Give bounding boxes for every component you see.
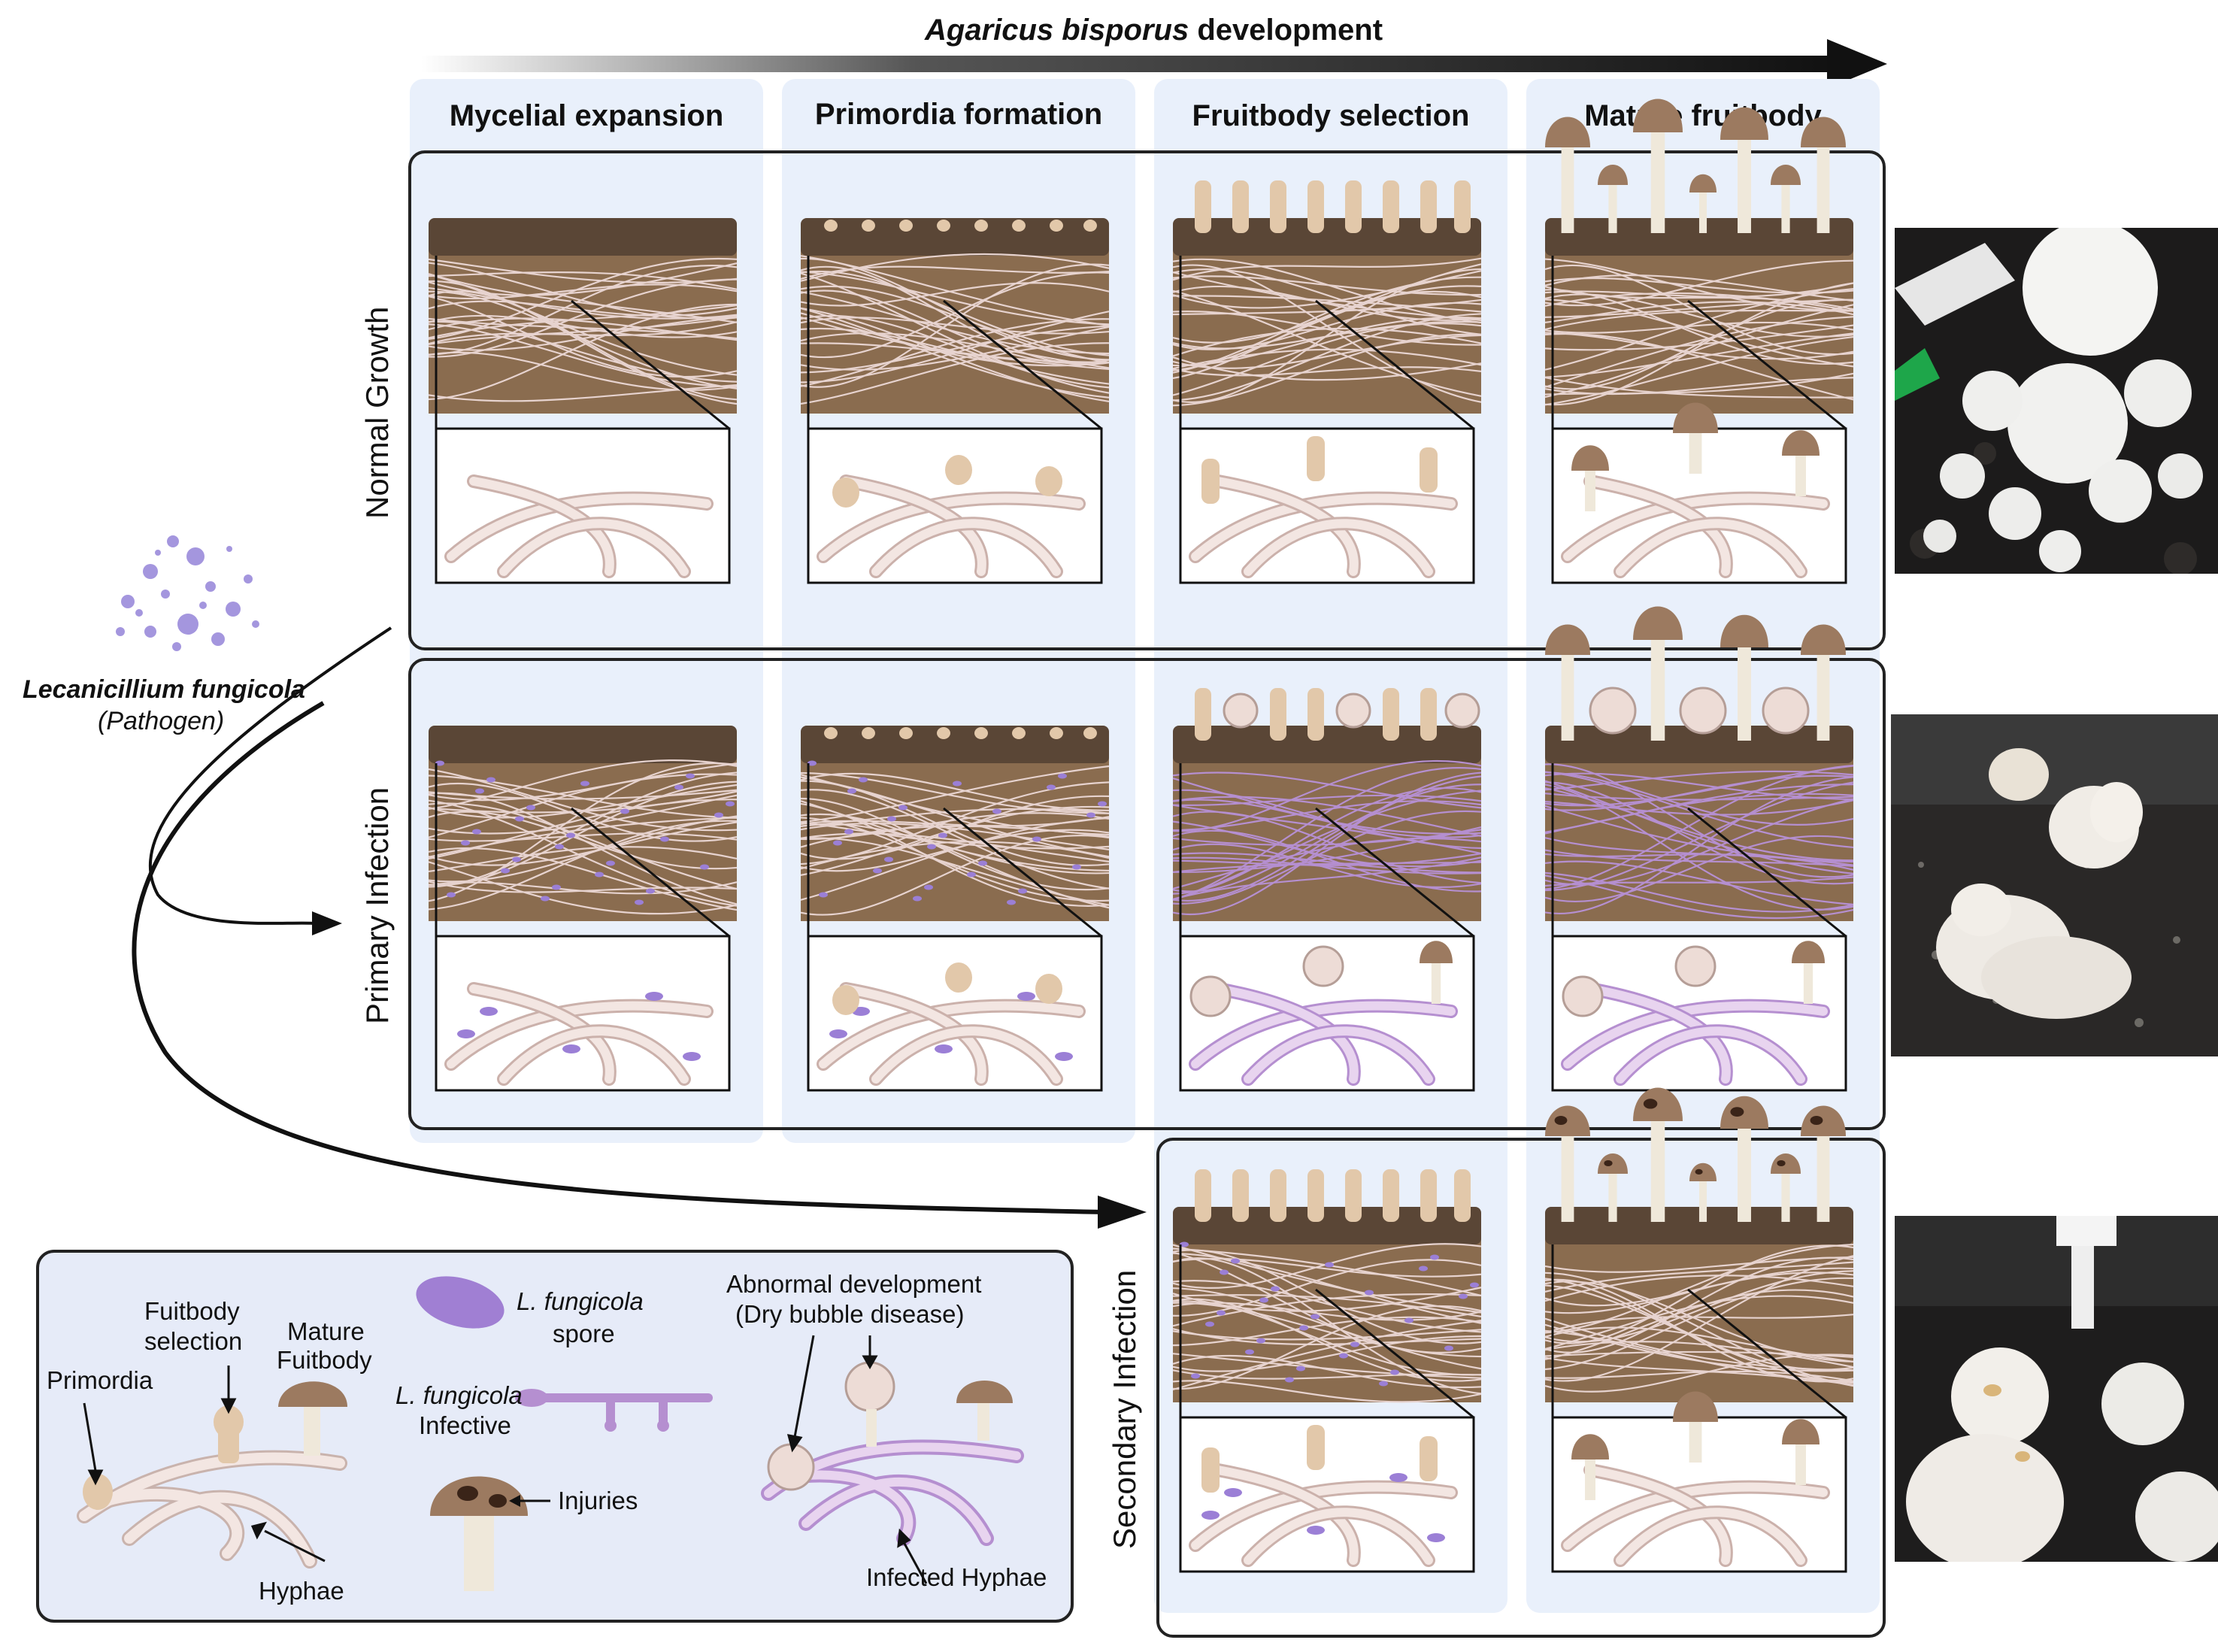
legend-abnormal-1: Abnormal development bbox=[726, 1270, 982, 1298]
photo-primary-infection bbox=[1891, 714, 2218, 1056]
row-label-normal: Normal Growth bbox=[359, 306, 395, 519]
development-arrow bbox=[421, 39, 1887, 89]
column-title-primordia: Primordia formation bbox=[814, 98, 1103, 131]
photo-normal-growth bbox=[1895, 228, 2218, 574]
photo-secondary-infection bbox=[1895, 1216, 2218, 1562]
pathogen-role: (Pathogen) bbox=[98, 707, 225, 735]
legend-abnormal-2: (Dry bubble disease) bbox=[735, 1300, 965, 1328]
legend-fruitbody-selection-2: selection bbox=[144, 1327, 243, 1355]
legend-infected-hyphae: Infected Hyphae bbox=[866, 1563, 1047, 1591]
legend-panel: Primordia Fuitbody selection Mature Fuit… bbox=[36, 1250, 1074, 1623]
tile-r0-c0 bbox=[428, 218, 738, 584]
legend-mature-1: Mature bbox=[287, 1317, 365, 1345]
tile-r0-c3 bbox=[1544, 99, 1854, 584]
row-box-normal bbox=[408, 150, 1886, 650]
tile-r2-c2 bbox=[1172, 1169, 1482, 1573]
column-title-mature: Mature fruitbody bbox=[1584, 99, 1822, 132]
pathogen-colony-icon bbox=[116, 535, 259, 651]
legend-fruitbody-selection-1: Fuitbody bbox=[144, 1297, 240, 1325]
legend-spore-2: spore bbox=[553, 1320, 615, 1347]
tile-r0-c1 bbox=[800, 218, 1110, 584]
tile-r1-c3 bbox=[1544, 606, 1854, 1092]
column-title-mycelial: Mycelial expansion bbox=[449, 99, 724, 132]
tile-r2-c3 bbox=[1544, 1087, 1854, 1573]
legend-primordia: Primordia bbox=[47, 1366, 153, 1394]
row-label-primary: Primary Infection bbox=[359, 787, 395, 1024]
column-title-fruitbody: Fruitbody selection bbox=[1192, 99, 1470, 132]
legend-infective-2: Infective bbox=[419, 1411, 511, 1439]
tile-r1-c2 bbox=[1172, 688, 1482, 1092]
legend-mature-2: Fuitbody bbox=[277, 1346, 372, 1374]
tile-r1-c0 bbox=[428, 726, 738, 1092]
row-box-secondary bbox=[1156, 1138, 1886, 1638]
legend-injuries: Injuries bbox=[558, 1487, 638, 1514]
pathogen-name: Lecanicillium fungicola bbox=[23, 675, 305, 704]
row-label-secondary: Secondary Infection bbox=[1107, 1269, 1142, 1549]
development-title: Agaricus bisporus development bbox=[925, 14, 1383, 47]
legend-spore-1: L. fungicola bbox=[517, 1287, 644, 1315]
tile-r0-c2 bbox=[1172, 180, 1482, 584]
legend-illustration bbox=[77, 1276, 1024, 1591]
legend-infective-1: L. fungicola bbox=[395, 1381, 523, 1409]
legend-hyphae: Hyphae bbox=[259, 1577, 344, 1605]
tile-r1-c1 bbox=[800, 726, 1110, 1092]
